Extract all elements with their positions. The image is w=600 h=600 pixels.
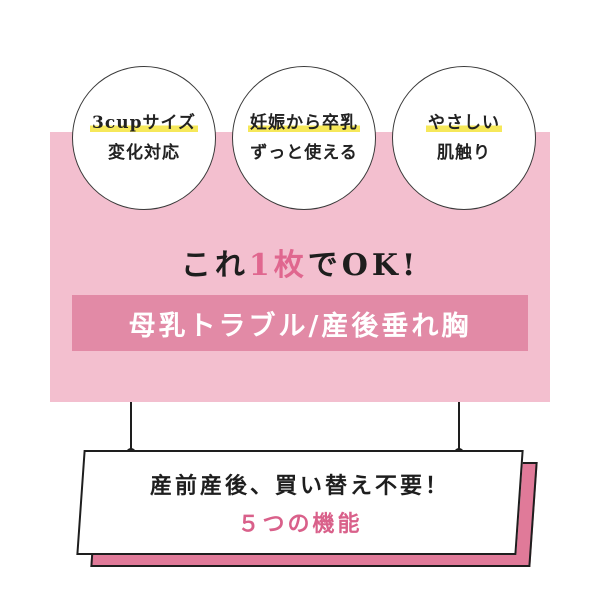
feature-title: やさしい — [426, 112, 502, 134]
feature-subtitle: ずっと使える — [250, 143, 358, 163]
banner-text: 母乳トラブル/産後垂れ胸 — [128, 310, 472, 342]
headline-accent: 1枚 — [248, 248, 308, 283]
connector-line-left — [130, 402, 132, 452]
callout-line1: 産前産後、買い替え不要！ — [149, 472, 450, 499]
callout-content: 産前産後、買い替え不要！ ５つの機能 — [80, 450, 520, 555]
headline-after: でOK! — [307, 248, 420, 283]
feature-circle-cup-size: 3cupサイズ 変化対応 — [72, 66, 216, 210]
feature-subtitle: 肌触り — [437, 143, 491, 163]
headline-before: これ — [180, 248, 249, 283]
feature-title: 妊娠から卒乳 — [248, 112, 360, 134]
feature-circle-soft-touch: やさしい 肌触り — [392, 66, 536, 210]
connector-line-right — [458, 402, 460, 452]
problem-banner: 母乳トラブル/産後垂れ胸 — [72, 295, 528, 351]
headline: これ1枚でOK! — [50, 240, 550, 284]
feature-title: 3cupサイズ — [90, 112, 198, 134]
feature-subtitle: 変化対応 — [108, 143, 180, 163]
feature-circle-long-use: 妊娠から卒乳 ずっと使える — [232, 66, 376, 210]
callout-line2: ５つの機能 — [237, 510, 363, 537]
